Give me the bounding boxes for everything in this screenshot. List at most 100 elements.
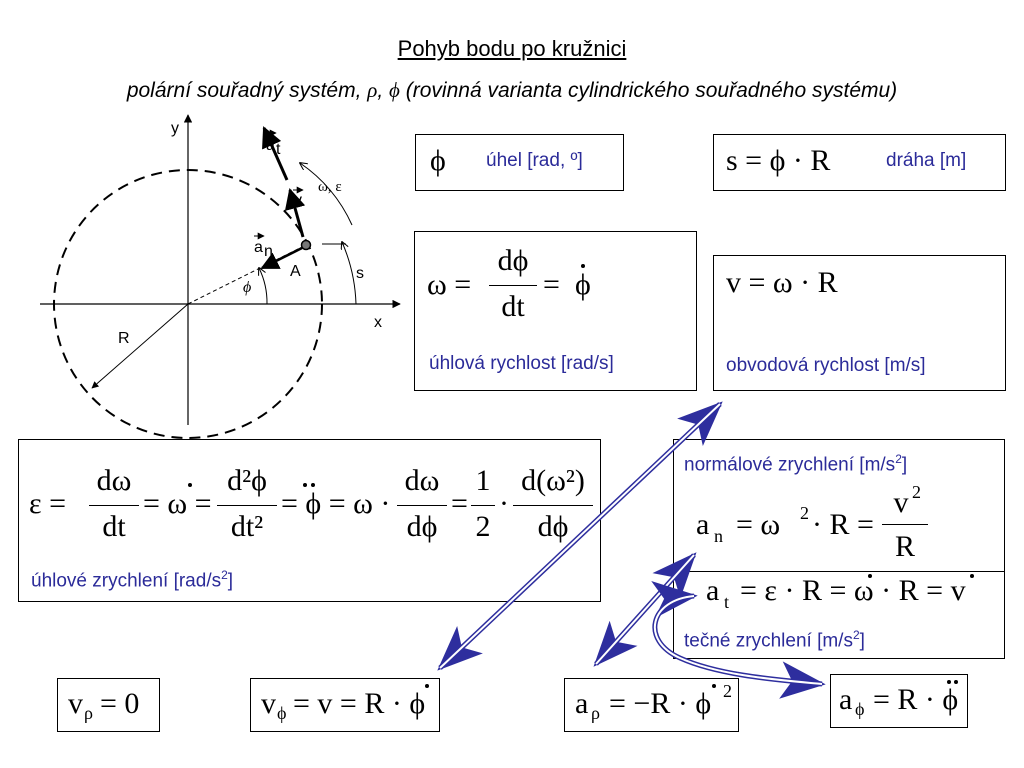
angular-velocity-box: ω = dϕ dt = ϕ úhlová rychlost [rad/s] [414,231,697,391]
at-label: tečné zrychlení [m/s2] [684,628,865,652]
at-v-dot [970,574,974,578]
tangential-acc-vector [262,126,289,181]
a-rho-a: a [575,687,589,720]
eps-f3-num: dω [404,464,440,497]
an-frac-den: R [894,530,915,563]
point-a [300,239,312,251]
eps-label-post: ] [227,570,234,592]
v-phi-box: v ϕ = v = R · ϕ [250,678,440,732]
point-label: A [290,263,301,280]
path-label: dráha [m] [886,150,967,171]
eps-f4-num: 1 [475,464,491,497]
an-a: a [696,508,710,541]
a-phi-sub: ϕ [855,699,865,719]
eps-f1-den: dt [102,510,126,543]
a-phi-ddot-2 [954,680,958,684]
eps-t2: = ω = [143,487,212,520]
eps-t3: = ϕ = ω · [281,487,391,520]
an-sub: n [264,243,273,260]
eps-t5: · [499,487,509,520]
omega-eq: = [543,268,560,301]
eps-f1-num: dω [96,464,132,497]
subtitle-suffix: (rovinná varianta cylindrického souřadné… [399,79,898,102]
circumferential-velocity-box: v = ω · R obvodová rychlost [m/s] [713,255,1006,391]
eps-f5-num: d(ω²) [521,464,585,497]
at-label-sup: 2 [852,628,860,642]
an-label-sup: 2 [895,452,902,466]
an-eq2: · R = [812,508,874,541]
trajectory-circle [53,169,323,439]
omega-lhs: ω = [427,268,472,301]
an-sub: n [714,526,723,546]
eps-phi-ddot-2 [311,483,315,487]
an-frac-bar [882,524,928,525]
axis-y-label: y [171,120,179,137]
at-a: a [706,574,720,607]
radius-label: R [118,330,130,347]
v-rho-rest: = 0 [100,687,140,720]
v-vector-label: v [293,186,304,209]
at-vector-label: a t [266,129,281,158]
radius-to-point [187,244,307,305]
arc-length-label: s [356,265,364,282]
a-phi-ddot-1 [947,680,951,684]
at-label-pre: tečné zrychlení [m/s [684,630,853,652]
eps-f4-bar [471,505,495,506]
eps-f2-den: dt² [230,510,264,543]
a-phi-rest: = R · ϕ [873,683,959,716]
v-phi-rest: = v = R · ϕ [293,687,426,720]
v-rho-sub: ρ [84,703,93,723]
angle-symbol: ϕ [430,144,446,177]
eps-f5-bar [513,505,593,506]
eps-label: úhlové zrychlení [rad/s2] [31,568,233,592]
an-a: a [254,239,263,256]
omega-rhs: ϕ [575,268,591,301]
omega-den: dt [501,290,525,323]
velocity-label: obvodová rychlost [m/s] [726,355,926,376]
axis-x-label: x [374,314,382,331]
eps-label-pre: úhlové zrychlení [rad/s [31,570,222,592]
an-label: normálové zrychlení [m/s2] [684,452,907,476]
eps-f1-bar [89,505,139,506]
at-sub: t [276,141,281,158]
v-phi-sub: ϕ [277,703,287,723]
eps-f5-den: dϕ [537,510,569,543]
an-eq1: = ω [736,508,781,541]
eps-f3-den: dϕ [406,510,438,543]
angle-label: úhel [rad, º] [486,150,583,171]
v-rho-box: v ρ = 0 [57,678,160,732]
subtitle-prefix: polární souřadný systém, [126,79,368,102]
eps-omega-dot [188,483,192,487]
at-omega-dot [868,574,872,578]
at-a: a [266,137,275,154]
eps-label-sup: 2 [221,568,228,582]
angle-arc [259,268,268,305]
angle-box: ϕ úhel [rad, º] [415,134,624,191]
omega-eps-label: ω, ε [318,179,342,195]
omega-arc [300,163,353,226]
eps-t4: = [451,487,468,520]
velocity-formula: v = ω · R [726,266,838,299]
a-rho-sub: ρ [591,703,600,723]
omega-fraction-bar [489,285,537,286]
a-rho-sq: 2 [723,681,732,701]
at-sub: t [724,592,730,612]
eps-f2-bar [217,505,277,506]
subtitle-phi: ϕ [389,78,400,102]
velocity-vector [284,187,306,238]
page-subtitle: polární souřadný systém, ρ, ϕ (rovinná v… [0,78,1024,103]
an-frac-num-sq: 2 [912,482,921,502]
v-phi-dot [425,684,429,688]
omega-label: úhlová rychlost [rad/s] [429,353,614,374]
angular-acceleration-box: ε = dω dt = ω = d²ϕ dt² = ϕ = ω · dω dϕ … [18,439,601,602]
eps-phi-ddot-1 [303,483,307,487]
angle-label: ϕ [243,279,251,296]
acceleration-box: normálové zrychlení [m/s2] a n = ω 2 · R… [673,439,1005,659]
an-vector-label: a n [254,232,273,260]
radius-line [91,303,189,389]
an-frac-num: v [893,486,909,519]
subtitle-comma: , [377,79,390,102]
a-rho-box: a ρ = −R · ϕ 2 [564,678,739,732]
path-formula: s = ϕ · R [726,144,831,177]
